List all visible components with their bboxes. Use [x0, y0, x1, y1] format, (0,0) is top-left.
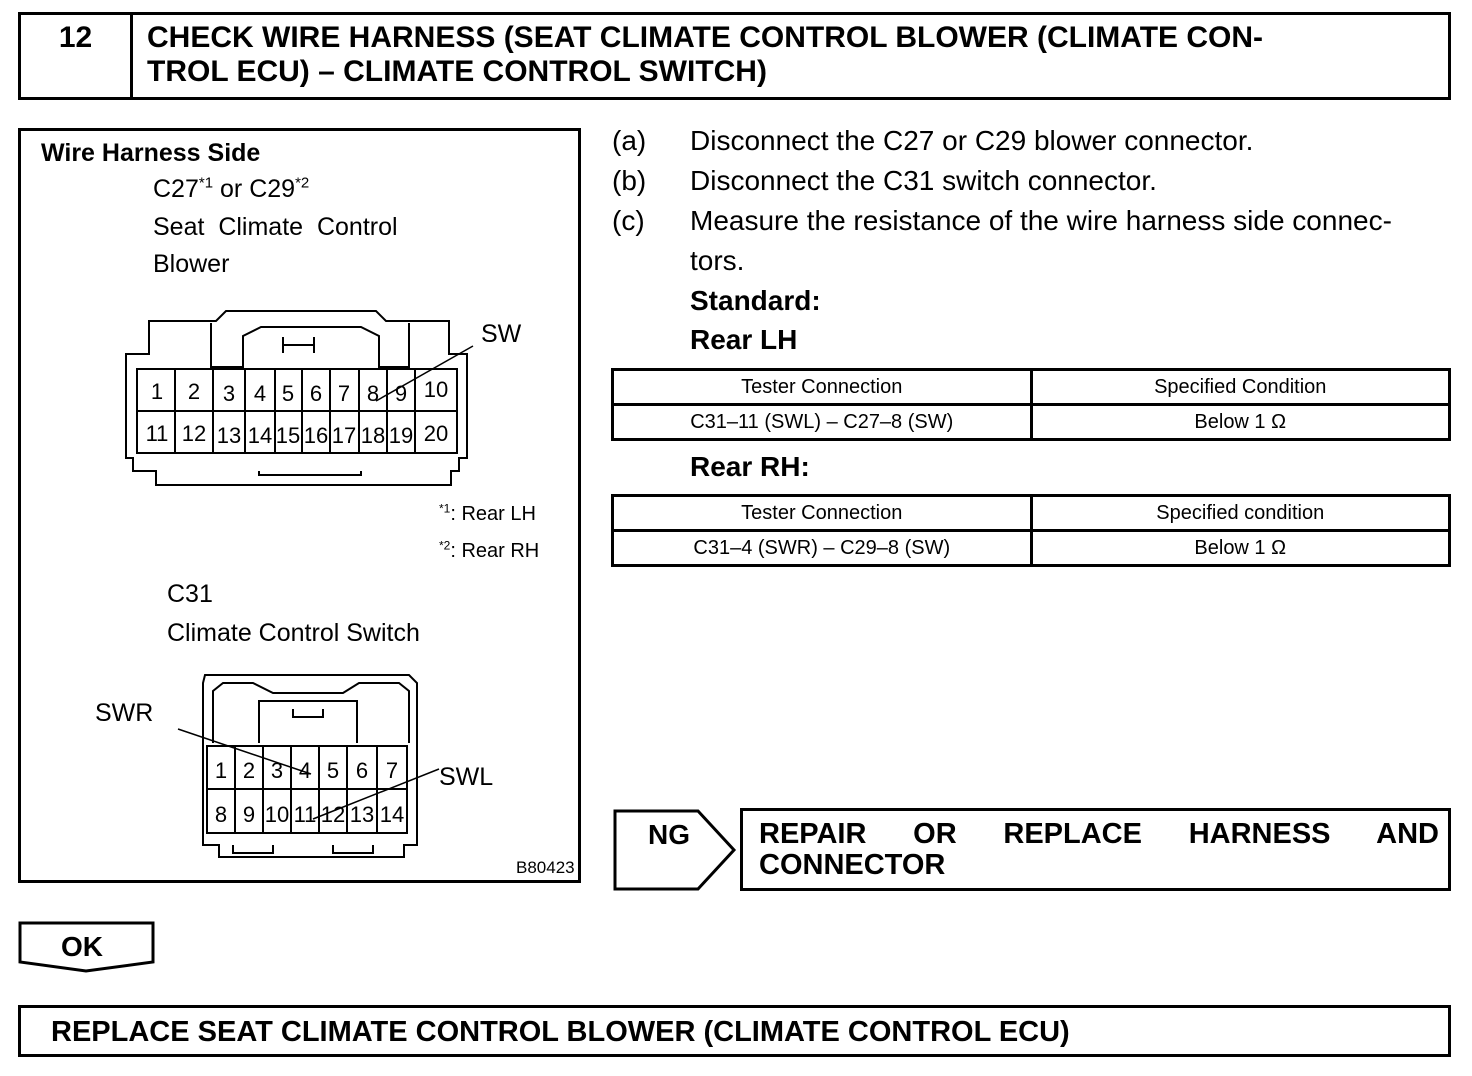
c1-pin-13: 13: [217, 423, 241, 448]
c2-pin-8: 8: [215, 802, 227, 827]
step-header: 12 CHECK WIRE HARNESS (SEAT CLIMATE CONT…: [18, 12, 1451, 100]
step-b-mark: (b): [612, 165, 647, 196]
c2-pin-2: 2: [243, 758, 255, 783]
ok-arrow: OK: [18, 921, 155, 973]
c1-pin-3: 3: [223, 381, 235, 406]
c2-pin-3: 3: [271, 758, 283, 783]
c1-pin-19: 19: [389, 423, 413, 448]
step-c-text: Measure the resistance of the wire harne…: [690, 205, 1392, 236]
final-action-text: REPLACE SEAT CLIMATE CONTROL BLOWER (CLI…: [51, 1016, 1070, 1048]
step-b-text: Disconnect the C31 switch connector.: [690, 165, 1157, 196]
c1-pin-16: 16: [304, 423, 328, 448]
ng-result-text: REPAIR OR REPLACE HARNESS AND CONNECTOR: [759, 818, 1439, 881]
c1-pin-14: 14: [248, 423, 272, 448]
footnote-1: *1: Rear LH: [439, 501, 536, 526]
connector1-note-b: *2: [295, 174, 310, 192]
rear-lh-connection: C31–11 (SWL) – C27–8 (SW): [611, 403, 1033, 441]
c1-pin-12: 12: [182, 421, 206, 446]
connector1-name-line-1: Seat Climate Control: [153, 213, 398, 241]
c2-pin-5: 5: [327, 758, 339, 783]
rear-rh-condition: Below 1 Ω: [1029, 529, 1451, 567]
connector1-id-b: C29: [249, 175, 296, 203]
c1-pin-10: 10: [424, 377, 448, 402]
c2-pin-12: 12: [321, 802, 345, 827]
connector1-id: C27*1 or C29*2: [153, 175, 309, 204]
c1-pin-8: 8: [367, 381, 379, 406]
connector2-id: C31: [167, 580, 213, 608]
step-a-text: Disconnect the C27 or C29 blower connect…: [690, 125, 1254, 156]
footnote-2-text: : Rear RH: [450, 540, 540, 562]
c1-pin-5: 5: [282, 381, 294, 406]
step-title-line-1: CHECK WIRE HARNESS (SEAT CLIMATE CONTROL…: [147, 21, 1264, 54]
footnote-2: *2: Rear RH: [439, 538, 540, 563]
connector2-pin-label-swr: SWR: [95, 699, 153, 727]
c2-pin-4: 4: [299, 758, 311, 783]
footnote-2-mark: *2: [439, 538, 451, 553]
step-number: 12: [21, 15, 133, 97]
c2-pin-7: 7: [386, 758, 398, 783]
rear-lh-table: Tester Connection Specified Condition C3…: [611, 368, 1451, 441]
connector1-id-a: C27: [153, 175, 199, 203]
c2-pin-1: 1: [215, 758, 227, 783]
step-title: CHECK WIRE HARNESS (SEAT CLIMATE CONTROL…: [147, 21, 1407, 89]
rear-rh-table: Tester Connection Specified condition C3…: [611, 494, 1451, 567]
ng-label: NG: [648, 819, 690, 850]
rear-rh-connection: C31–4 (SWR) – C29–8 (SW): [611, 529, 1033, 567]
step-a-mark: (a): [612, 125, 647, 156]
standard-label: Standard:: [690, 285, 821, 316]
wiring-illustration: Wire Harness Side C27*1 or C29*2 Seat Cl…: [18, 128, 581, 883]
connector1-drawing: 1 2 3 4 5 6 7 8 9 10 11 12 13 14 15 16 1…: [95, 310, 522, 858]
connector2-name: Climate Control Switch: [167, 619, 420, 647]
figure-code: B80423: [516, 858, 575, 877]
rear-lh-header-connection: Tester Connection: [611, 368, 1033, 406]
connector1-name-line-2: Blower: [153, 250, 230, 278]
final-action-box: REPLACE SEAT CLIMATE CONTROL BLOWER (CLI…: [18, 1005, 1451, 1057]
c1-pin-7: 7: [338, 381, 350, 406]
c1-pin-11: 11: [146, 421, 169, 446]
rear-rh-header-connection: Tester Connection: [611, 494, 1033, 532]
ng-result-box: REPAIR OR REPLACE HARNESS AND CONNECTOR: [740, 808, 1451, 891]
rear-lh-header-condition: Specified Condition: [1029, 368, 1451, 406]
ok-label: OK: [61, 931, 103, 962]
rear-lh-condition: Below 1 Ω: [1029, 403, 1451, 441]
connector1-note-a: *1: [198, 174, 214, 192]
rear-lh-title: Rear LH: [690, 324, 798, 355]
connector1-pin-label-sw: SW: [481, 320, 522, 348]
c1-pin-9: 9: [395, 381, 407, 406]
footnote-1-mark: *1: [439, 501, 451, 516]
c1-pin-18: 18: [361, 423, 385, 448]
c1-pin-1: 1: [151, 379, 163, 404]
footnote-1-text: : Rear LH: [450, 503, 536, 525]
c2-pin-10: 10: [265, 802, 289, 827]
connector1-id-or: or: [213, 175, 250, 203]
rear-rh-title: Rear RH:: [690, 451, 810, 482]
rear-rh-header-condition: Specified condition: [1029, 494, 1451, 532]
ng-arrow: NG: [613, 809, 737, 891]
connector2-pin-label-swl: SWL: [439, 763, 493, 791]
c2-pin-11: 11: [294, 802, 317, 827]
illustration-heading: Wire Harness Side: [41, 139, 261, 167]
c2-pin-13: 13: [350, 802, 374, 827]
c2-pin-6: 6: [356, 758, 368, 783]
c2-pin-9: 9: [243, 802, 255, 827]
c1-pin-20: 20: [424, 421, 448, 446]
c1-pin-2: 2: [188, 379, 200, 404]
c1-pin-4: 4: [254, 381, 266, 406]
step-c-text-cont: tors.: [690, 245, 745, 276]
c2-pin-14: 14: [380, 802, 404, 827]
c1-pin-15: 15: [276, 423, 300, 448]
step-title-line-2: TROL ECU) – CLIMATE CONTROL SWITCH): [147, 55, 767, 88]
c1-pin-6: 6: [310, 381, 322, 406]
c1-pin-17: 17: [332, 423, 356, 448]
step-c-mark: (c): [612, 205, 645, 236]
